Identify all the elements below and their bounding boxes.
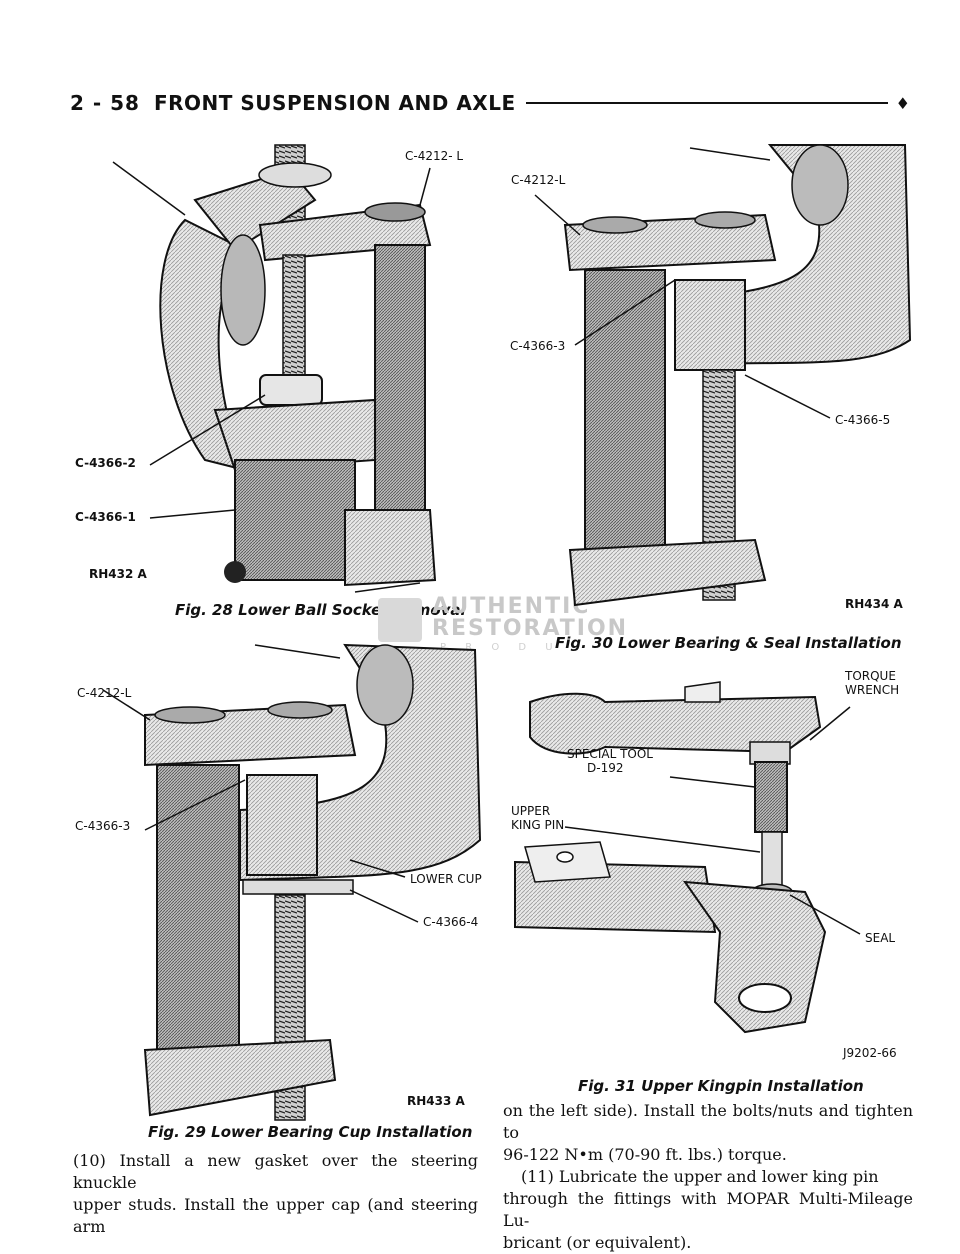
- figure-code: J9202-66: [843, 1046, 897, 1060]
- figure-code: RH434 A: [845, 597, 903, 611]
- watermark-line-2: RESTORATION: [432, 616, 629, 641]
- bearing-seal-drawing: [534, 144, 912, 607]
- figure-code: RH433 A: [407, 1094, 465, 1108]
- label-c43663: C-4366-3: [75, 819, 131, 833]
- page-number: 2 - 58: [70, 91, 140, 115]
- label-torque-wrench-1: TORQUE: [845, 669, 896, 683]
- label-c43665: C-4366-5: [835, 413, 891, 427]
- watermark-logo-icon: [378, 598, 422, 642]
- text-line: 96-122 N•m (70-90 ft. lbs.) torque.: [503, 1145, 787, 1164]
- page-header: 2 - 58 FRONT SUSPENSION AND AXLE ♦: [70, 88, 910, 118]
- label-c4212l: C-4212-L: [77, 686, 132, 700]
- label-lower-cup: LOWER CUP: [410, 872, 482, 886]
- kingpin-drawing: [514, 681, 861, 1034]
- label-upper-king-pin-2: KING PIN: [511, 818, 565, 832]
- watermark: AUTHENTIC RESTORATION P R O D U: [378, 592, 626, 662]
- bearing-cup-drawing: [102, 643, 482, 1121]
- figure-29-illustration: C-4212-L C-4366-3 LOWER CUP C-4366-4 RH4…: [75, 640, 490, 1130]
- label-c43662: C-4366-2: [75, 456, 136, 470]
- figure-30-caption: Fig. 30 Lower Bearing & Seal Installatio…: [555, 634, 902, 652]
- diamond-icon: ♦: [895, 93, 910, 113]
- label-c43664: C-4366-4: [423, 915, 479, 929]
- figure-31-illustration: TORQUE WRENCH SPECIAL TOOL D-192 UPPER K…: [505, 662, 915, 1072]
- watermark-line-1: AUTHENTIC: [432, 594, 591, 619]
- label-special-tool-1: SPECIAL TOOL: [567, 747, 653, 761]
- label-c4212l: C-4212- L: [405, 149, 464, 163]
- text-line: (10) Install a new gasket over the steer…: [73, 1151, 478, 1192]
- text-line: on the left side). Install the bolts/nut…: [503, 1101, 913, 1142]
- label-seal: SEAL: [865, 931, 896, 945]
- label-c43663: C-4366-3: [510, 339, 566, 353]
- header-rule: [525, 102, 888, 104]
- label-torque-wrench-2: WRENCH: [845, 683, 900, 697]
- figure-code: RH432 A: [89, 567, 147, 581]
- watermark-line-3: P R O D U: [440, 642, 561, 653]
- label-c4212l: C-4212-L: [511, 173, 566, 187]
- label-special-tool-2: D-192: [587, 761, 624, 775]
- text-line: bricant (or equivalent).: [503, 1233, 692, 1252]
- body-text-left: (10) Install a new gasket over the steer…: [73, 1150, 478, 1238]
- text-line: (11) Lubricate the upper and lower king …: [521, 1167, 879, 1186]
- text-line: upper studs. Install the upper cap (and …: [73, 1195, 478, 1236]
- figure-30-illustration: C-4212-L C-4366-3 C-4366-5 RH434 A: [505, 140, 915, 620]
- figure-28-illustration: C-4212- L C-4366-2 C-4366-1 RH432 A: [75, 140, 480, 610]
- text-line: through the fittings with MOPAR Multi-Mi…: [503, 1189, 913, 1230]
- body-text-right: on the left side). Install the bolts/nut…: [503, 1100, 913, 1254]
- label-upper-king-pin-1: UPPER: [511, 804, 551, 818]
- figure-31-caption: Fig. 31 Upper Kingpin Installation: [578, 1077, 864, 1095]
- section-title: FRONT SUSPENSION AND AXLE: [153, 91, 516, 115]
- figure-29-caption: Fig. 29 Lower Bearing Cup Installation: [148, 1123, 473, 1141]
- label-c43661: C-4366-1: [75, 510, 136, 524]
- ball-socket-drawing: [112, 144, 437, 593]
